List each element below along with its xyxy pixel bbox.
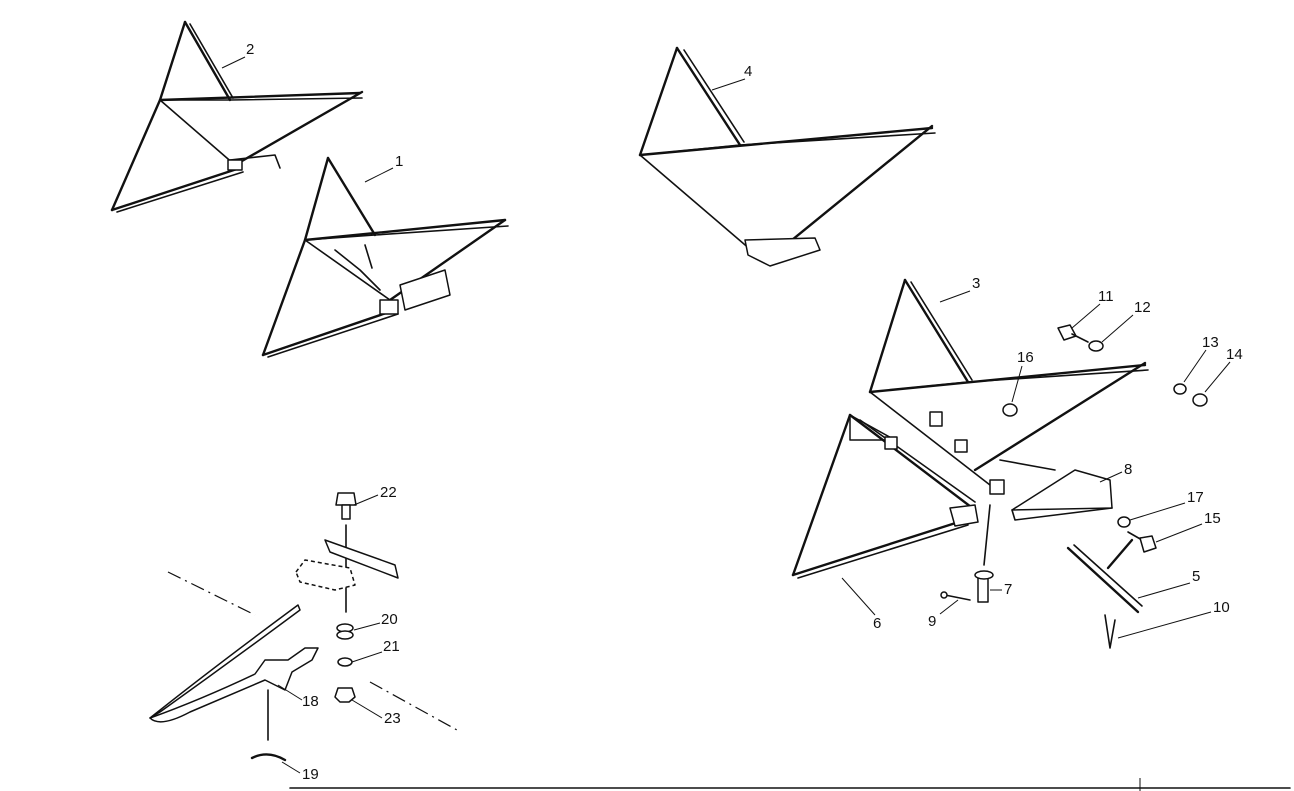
leader-4 bbox=[711, 78, 746, 91]
part-5-shaft bbox=[1066, 538, 1143, 614]
label-21: 21 bbox=[383, 638, 400, 655]
clamp-plate-lower bbox=[295, 559, 356, 591]
leader-16 bbox=[1011, 365, 1023, 403]
label-13: 13 bbox=[1202, 334, 1219, 351]
label-15: 15 bbox=[1204, 510, 1221, 527]
leader-23 bbox=[351, 699, 383, 719]
label-23: 23 bbox=[384, 710, 401, 727]
leader-10 bbox=[1117, 611, 1212, 639]
leader-15 bbox=[1155, 523, 1203, 543]
label-5: 5 bbox=[1192, 568, 1200, 585]
part-19-clip bbox=[250, 753, 287, 762]
label-17: 17 bbox=[1187, 489, 1204, 506]
leader-1 bbox=[364, 167, 394, 183]
leader-12 bbox=[1101, 314, 1134, 343]
label-4: 4 bbox=[744, 63, 752, 80]
leader-2 bbox=[221, 56, 246, 69]
part-4-frame bbox=[638, 46, 936, 267]
label-20: 20 bbox=[381, 611, 398, 628]
part-13-washer bbox=[1173, 383, 1187, 395]
part-23-nut bbox=[334, 687, 356, 703]
part-14-nut bbox=[1192, 393, 1208, 407]
label-2: 2 bbox=[246, 41, 254, 58]
label-7: 7 bbox=[1004, 581, 1012, 598]
leader-11 bbox=[1071, 303, 1101, 329]
part-2-frame bbox=[110, 20, 364, 213]
part-17-washer bbox=[1117, 516, 1131, 528]
leader-13 bbox=[1183, 349, 1207, 383]
part-22-bolt bbox=[335, 492, 357, 520]
leader-8 bbox=[1099, 471, 1123, 483]
label-6: 6 bbox=[873, 615, 881, 632]
centerline-right bbox=[369, 681, 458, 731]
leader-9 bbox=[939, 599, 959, 615]
part-16-nut bbox=[1002, 403, 1018, 417]
leader-20 bbox=[353, 622, 381, 631]
label-22: 22 bbox=[380, 484, 397, 501]
label-10: 10 bbox=[1213, 599, 1230, 616]
label-16: 16 bbox=[1017, 349, 1034, 366]
label-12: 12 bbox=[1134, 299, 1151, 316]
part-12-washer bbox=[1088, 340, 1104, 352]
clamp-plate-upper bbox=[324, 539, 399, 579]
label-1: 1 bbox=[395, 153, 403, 170]
centerline-left bbox=[167, 571, 256, 616]
leader-14 bbox=[1204, 361, 1231, 393]
part-9-clip bbox=[940, 591, 971, 601]
leader-22 bbox=[353, 494, 379, 506]
leader-3 bbox=[939, 290, 971, 303]
part-10-split-pin bbox=[1104, 614, 1116, 649]
part-11-bolt bbox=[1057, 324, 1089, 343]
leader-5 bbox=[1137, 582, 1191, 599]
part-15-bolt bbox=[1127, 531, 1157, 553]
part-1-frame bbox=[261, 156, 509, 358]
leader-18 bbox=[277, 684, 303, 701]
leader-17 bbox=[1129, 502, 1186, 521]
label-3: 3 bbox=[972, 275, 980, 292]
leader-6 bbox=[841, 577, 876, 616]
leader-21 bbox=[351, 651, 383, 663]
label-14: 14 bbox=[1226, 346, 1243, 363]
part-18-tine bbox=[149, 604, 319, 723]
label-11: 11 bbox=[1098, 288, 1114, 305]
leader-19 bbox=[281, 761, 301, 774]
part-8-bracket bbox=[1011, 469, 1113, 521]
part-6-frame bbox=[791, 413, 979, 579]
label-19: 19 bbox=[302, 766, 319, 783]
part-3-frame bbox=[868, 278, 1149, 495]
label-8: 8 bbox=[1124, 461, 1132, 478]
part-20-washer bbox=[336, 623, 354, 640]
label-9: 9 bbox=[928, 613, 936, 630]
label-18: 18 bbox=[302, 693, 319, 710]
part-7-pin bbox=[974, 504, 994, 603]
part-21-washer bbox=[337, 657, 353, 667]
